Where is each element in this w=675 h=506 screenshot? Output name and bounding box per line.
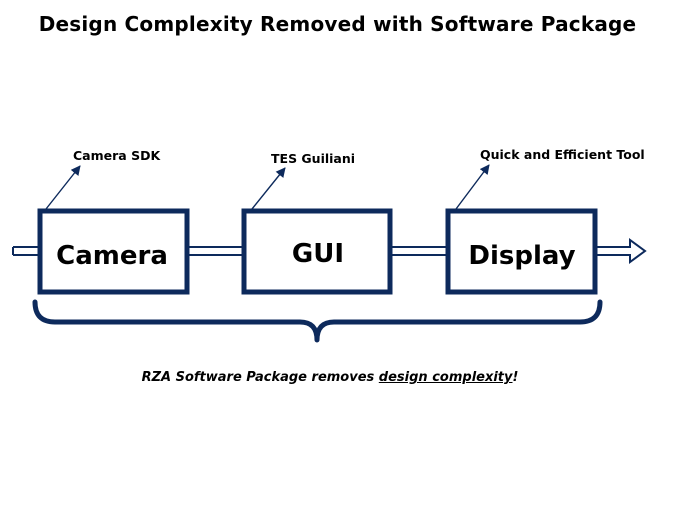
caption-prefix: RZA Software Package removes: [141, 370, 379, 385]
input-connector: [12, 246, 40, 256]
page-title: Design Complexity Removed with Software …: [38, 12, 637, 36]
grouping-brace: [32, 299, 603, 343]
annotation-arrow-gui: [251, 167, 286, 210]
annotation-arrow-camera: [45, 165, 81, 210]
annotation-camera-sdk: Camera SDK: [73, 148, 161, 163]
block-display-label: Display: [468, 241, 575, 271]
block-gui: GUI: [241, 208, 393, 295]
caption-emphasis: design complexity: [378, 370, 513, 385]
block-camera-label: Camera: [56, 241, 168, 271]
block-gui-label: GUI: [292, 239, 344, 269]
annotation-tes-guiliani: TES Guiliani: [271, 151, 355, 166]
annotation-arrows: [45, 164, 490, 210]
connector-camera-gui: [187, 246, 244, 256]
block-camera: Camera: [37, 208, 190, 295]
connector-gui-display: [390, 246, 448, 256]
annotation-arrow-display: [455, 164, 490, 210]
caption: RZA Software Package removes design comp…: [0, 370, 660, 385]
caption-suffix: !: [512, 370, 519, 385]
annotation-quick-efficient-tool: Quick and Efficient Tool: [480, 147, 645, 162]
output-arrow: [595, 238, 647, 264]
flow-connectors: [12, 238, 647, 264]
block-display: Display: [445, 208, 598, 295]
